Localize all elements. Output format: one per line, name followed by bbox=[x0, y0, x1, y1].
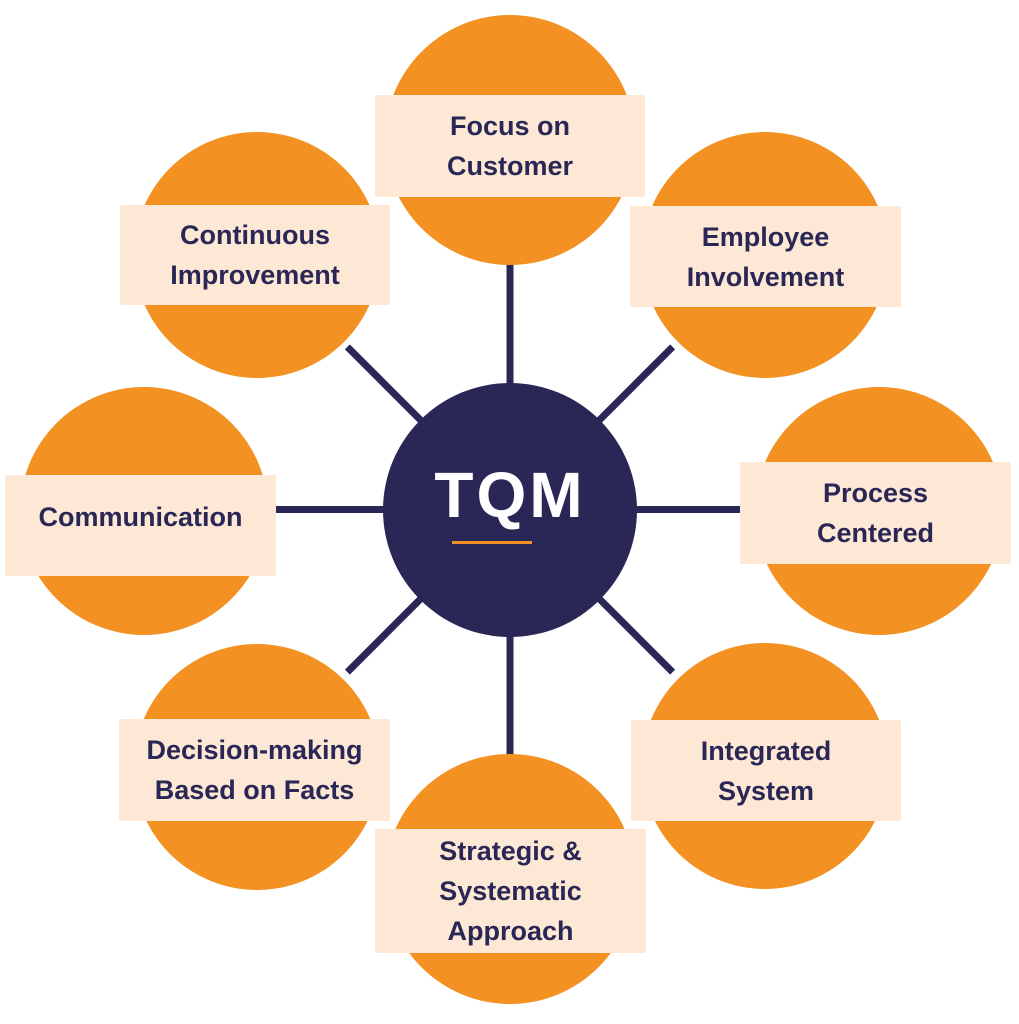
node-decision-making: Decision-making Based on Facts bbox=[119, 719, 390, 821]
node-strategic-systematic-approach: Strategic & Systematic Approach bbox=[375, 829, 646, 953]
tqm-hub: TQM bbox=[383, 383, 637, 637]
node-label-line: Employee bbox=[701, 221, 830, 252]
node-label-line: Continuous bbox=[180, 220, 330, 250]
node-focus-on-customer: Focus on Customer bbox=[375, 95, 645, 197]
node-label-line: Involvement bbox=[686, 261, 845, 292]
node-label-line: Systematic bbox=[439, 876, 582, 906]
node-label-line: Based on Facts bbox=[154, 775, 355, 805]
node-communication: Communication bbox=[5, 475, 276, 576]
node-label-line: Strategic & bbox=[439, 836, 582, 866]
node-label-line: Integrated bbox=[700, 735, 832, 766]
node-employee-involvement: Employee Involvement bbox=[630, 206, 901, 307]
node-label-line: Decision-making bbox=[146, 735, 363, 765]
node-process-centered: Process Centered bbox=[740, 462, 1011, 564]
node-label-line: Improvement bbox=[170, 260, 340, 290]
node-label-line: System bbox=[717, 775, 815, 806]
node-label-line: Process bbox=[822, 478, 929, 508]
node-label-line: Customer bbox=[446, 151, 574, 181]
node-label-line: Focus on bbox=[450, 111, 570, 141]
node-label-line: Centered bbox=[816, 518, 935, 548]
hub-underline bbox=[452, 540, 532, 544]
hub-title: TQM bbox=[434, 458, 586, 531]
node-label-line: Approach bbox=[447, 916, 574, 946]
node-label-line: Communication bbox=[38, 502, 243, 532]
node-integrated-system: Integrated System bbox=[631, 720, 901, 821]
node-continuous-improvement: Continuous Improvement bbox=[120, 205, 390, 305]
